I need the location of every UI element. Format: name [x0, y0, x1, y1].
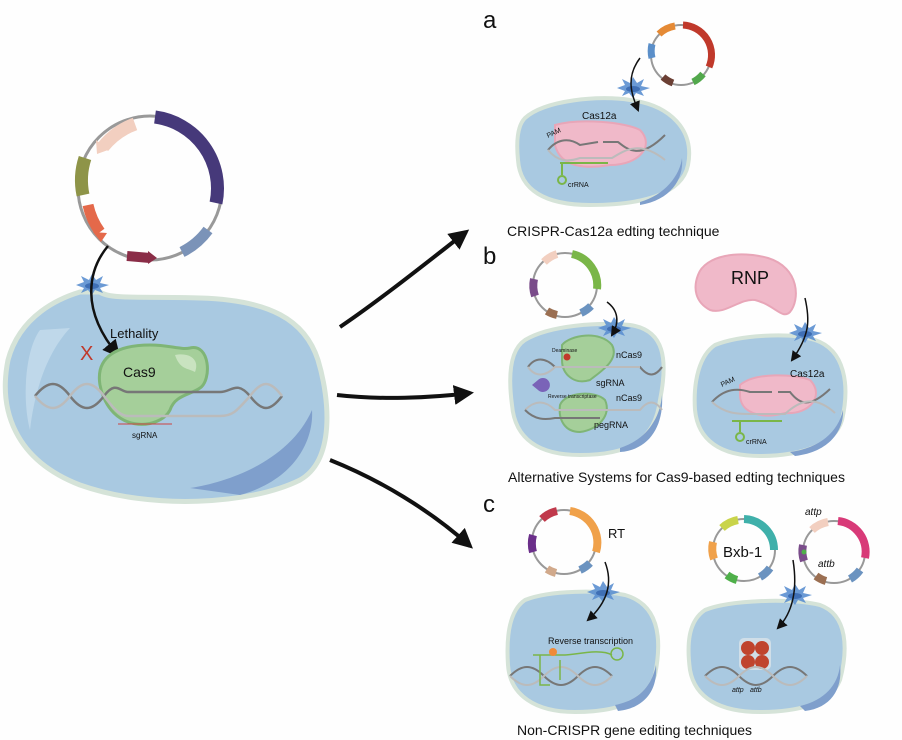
plasmid-segment — [82, 203, 105, 236]
arrow-to-b — [336, 385, 474, 405]
plasmid-b — [529, 250, 602, 319]
cas12a-label-a: Cas12a — [582, 111, 617, 122]
cas9-label: Cas9 — [123, 364, 156, 380]
crrna-label-b: crRNA — [746, 439, 767, 446]
rnp-complex — [694, 253, 797, 316]
plasmid-c-bxb1 — [708, 515, 778, 584]
rt-label: RT — [608, 526, 625, 541]
cell-a — [515, 77, 692, 208]
sgrna-label: sgRNA — [132, 431, 158, 440]
lethality-label: Lethality — [110, 326, 159, 341]
delivery-arrow — [90, 245, 121, 358]
plasmid-a — [647, 21, 716, 87]
cell-c-left — [505, 581, 661, 715]
panel-label-b: b — [483, 243, 496, 270]
bxb1-label: Bxb-1 — [723, 544, 762, 561]
caption-a: CRISPR-Cas12a edting technique — [507, 223, 720, 239]
plasmid-segment — [126, 251, 151, 263]
arrow-to-c — [329, 458, 473, 549]
cell-b-left — [508, 317, 666, 458]
attb-label-plasmid: attb — [818, 559, 835, 570]
branch-arrows — [329, 229, 474, 549]
ncas9-label-top: nCas9 — [616, 350, 642, 360]
attp-label-dna: attp — [732, 687, 744, 694]
reverse-transcriptase-label: Reverse transcriptase — [548, 394, 597, 400]
caption-b: Alternative Systems for Cas9-based edtin… — [508, 469, 845, 485]
delivery-arrow-a — [630, 57, 641, 112]
caption-c: Non-CRISPR gene editing techniques — [517, 722, 752, 738]
plasmid-segment — [179, 226, 213, 257]
rnp-label: RNP — [731, 268, 769, 288]
attp-label-plasmid: attp — [805, 507, 822, 518]
cas9-protein — [97, 343, 209, 426]
recombinase-subunit — [741, 641, 755, 655]
fail-x-mark: X — [80, 343, 93, 365]
panel-label-a: a — [483, 7, 497, 34]
plasmid-c-rt — [527, 507, 602, 577]
ncas9-label-bottom: nCas9 — [616, 393, 642, 403]
attb-label-dna: attb — [750, 687, 762, 694]
cas12a-label-b: Cas12a — [790, 369, 825, 380]
plasmid-c-att — [798, 517, 870, 585]
panel-label-c: c — [483, 491, 495, 518]
cell-c-right — [686, 584, 847, 715]
pegrna-label: pegRNA — [594, 420, 628, 430]
cell-b-right — [692, 322, 848, 459]
crrna-label-a: crRNA — [568, 182, 589, 189]
deaminase-label: Deaminase — [552, 348, 578, 354]
recombinase-subunit — [755, 655, 769, 669]
plasmid-segment — [153, 110, 224, 205]
sgrna-label-b: sgRNA — [596, 378, 625, 388]
recombinase-subunit — [741, 655, 755, 669]
dna-helix — [34, 382, 283, 418]
plasmid-segment — [97, 117, 138, 152]
plasmid-segment — [75, 155, 92, 197]
arrow-to-a — [338, 229, 470, 329]
reverse-transcription-label: Reverse transcription — [548, 636, 633, 646]
recombinase-subunit — [755, 641, 769, 655]
main-plasmid — [75, 110, 224, 264]
